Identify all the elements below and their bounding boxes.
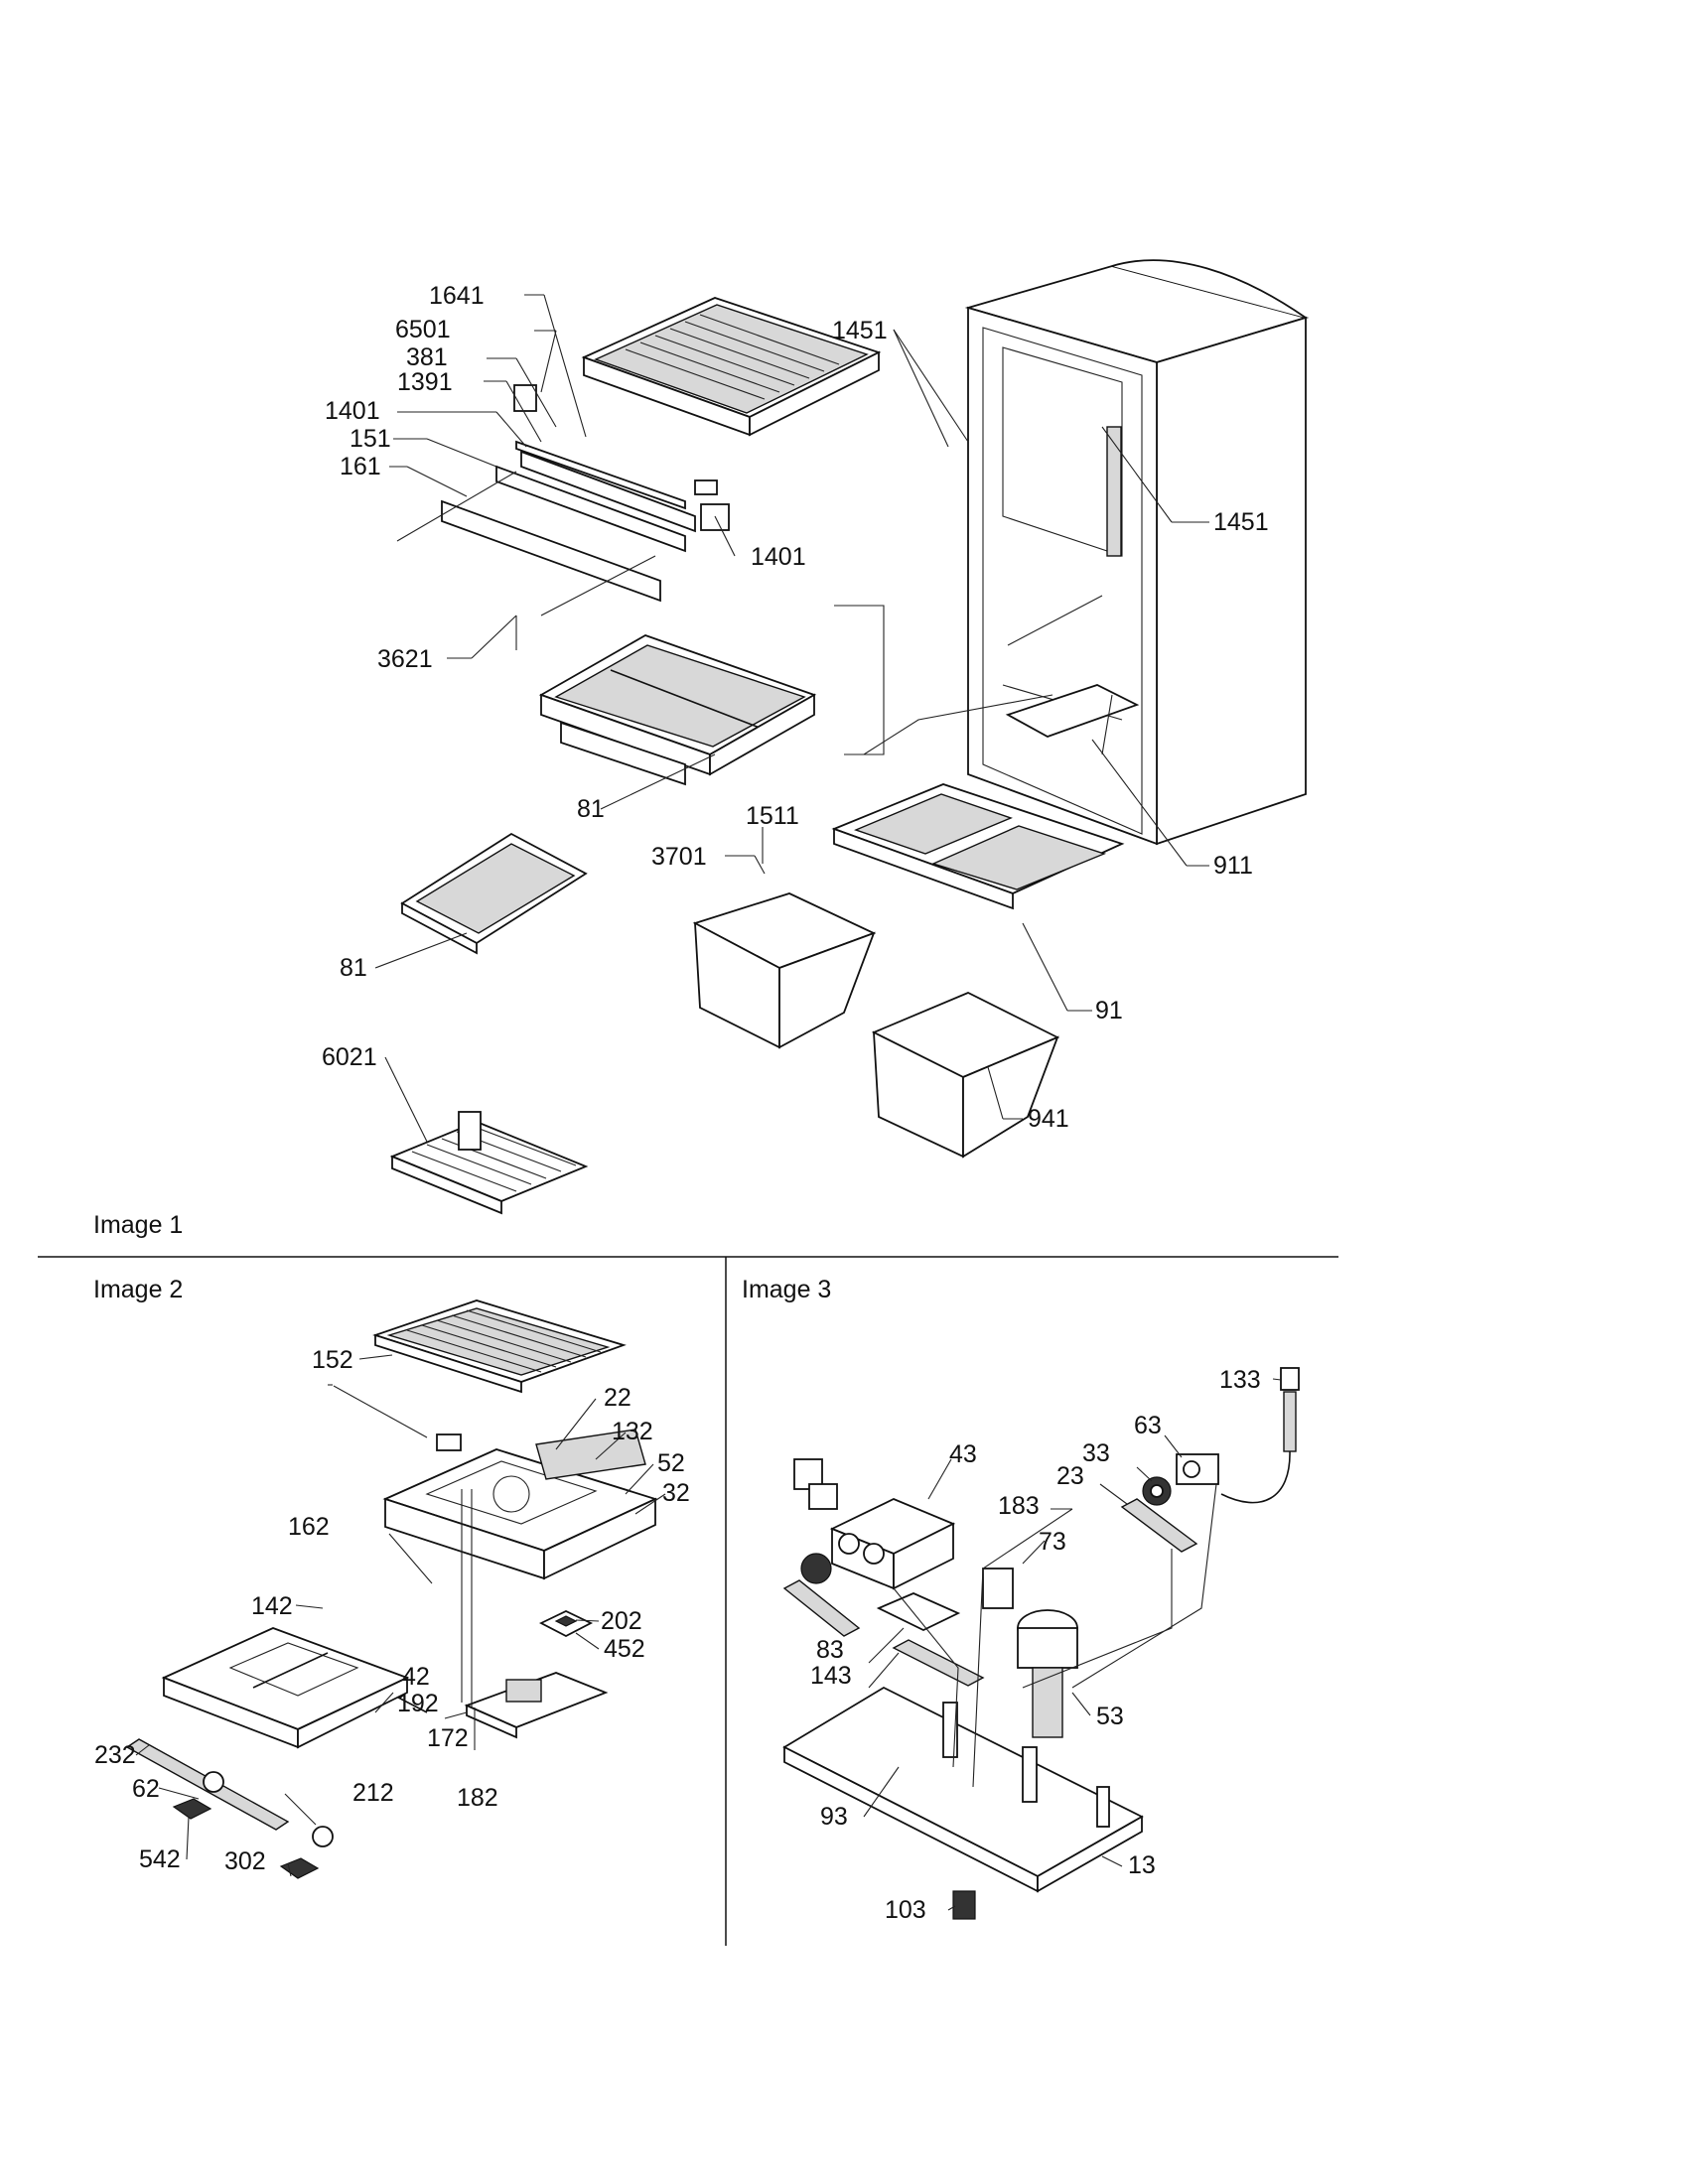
label-133: 133 (1219, 1366, 1261, 1394)
label-22: 22 (604, 1384, 632, 1412)
knob-left (800, 1553, 832, 1584)
damper-housing (793, 1458, 956, 1590)
label-1511: 1511 (746, 802, 799, 830)
label-6021: 6021 (322, 1043, 377, 1071)
label-3621: 3621 (377, 645, 433, 673)
knob-33 (1142, 1476, 1172, 1506)
image-3-title: Image 3 (742, 1276, 831, 1303)
lamp-sockets (172, 1771, 334, 1879)
label-62: 62 (132, 1775, 160, 1803)
refrigerator-cabinet (964, 259, 1310, 846)
label-1401-b: 1401 (751, 543, 806, 571)
thermostat (1176, 1453, 1219, 1485)
label-202: 202 (601, 1607, 642, 1635)
label-142: 142 (251, 1592, 293, 1620)
label-83: 83 (816, 1636, 844, 1664)
crisper-shelf-upper (538, 634, 817, 786)
label-143: 143 (810, 1662, 852, 1690)
label-132: 132 (612, 1418, 653, 1445)
top-shelf-assembly (581, 297, 882, 437)
switch-103 (952, 1890, 976, 1920)
bracket-left (782, 1579, 861, 1637)
label-52: 52 (657, 1449, 685, 1477)
label-212: 212 (352, 1779, 394, 1807)
freezer-shelf (372, 1299, 627, 1394)
base-tray (161, 1627, 410, 1749)
label-911: 911 (1213, 852, 1253, 880)
crisper-covers (831, 783, 1125, 910)
label-161: 161 (340, 453, 381, 480)
leader-lines-image-2 (135, 1354, 666, 1877)
label-73: 73 (1039, 1528, 1066, 1556)
label-183: 183 (998, 1492, 1040, 1520)
label-452: 452 (604, 1635, 645, 1663)
label-1451-a: 1451 (832, 317, 888, 344)
wire-basket (389, 1111, 589, 1215)
label-81-b: 81 (340, 954, 367, 982)
control-board (464, 1672, 609, 1739)
label-1641: 1641 (429, 282, 485, 310)
label-43: 43 (949, 1440, 977, 1468)
label-542: 542 (139, 1845, 181, 1873)
label-93: 93 (820, 1803, 848, 1831)
plate-73 (982, 1568, 1014, 1609)
label-53: 53 (1096, 1703, 1124, 1730)
label-232: 232 (94, 1741, 136, 1769)
base-plate (782, 1686, 1144, 1893)
label-1401-a: 1401 (325, 397, 380, 425)
label-1391: 1391 (397, 368, 453, 396)
label-172: 172 (427, 1724, 469, 1752)
image-2-title: Image 2 (93, 1276, 183, 1303)
glass-shelf-lower (400, 832, 588, 955)
label-192: 192 (397, 1690, 439, 1717)
label-103: 103 (885, 1896, 926, 1924)
sensor-bulb (1220, 1367, 1300, 1504)
label-152: 152 (312, 1346, 353, 1374)
image-1-section: 1641 6501 381 1391 1401 151 161 1401 362… (93, 259, 1310, 1239)
label-81-a: 81 (577, 795, 605, 823)
crisper-drawer-left (692, 892, 877, 1049)
bracket-202 (538, 1610, 594, 1638)
leader-lines-image-1 (374, 294, 1209, 1143)
label-13: 13 (1128, 1851, 1156, 1879)
label-302: 302 (224, 1847, 266, 1875)
label-151: 151 (350, 425, 391, 453)
label-182: 182 (457, 1784, 498, 1812)
label-162: 162 (288, 1513, 330, 1541)
label-1451-b: 1451 (1213, 508, 1269, 536)
image-2-section: Image 2 (93, 1276, 690, 1879)
leader-lines-image-3 (863, 1378, 1282, 1911)
image-3-section: Image 3 (742, 1276, 1300, 1924)
label-32: 32 (662, 1479, 690, 1507)
label-3701: 3701 (651, 843, 707, 871)
shelf-rails (396, 384, 730, 650)
label-23: 23 (1056, 1462, 1084, 1490)
bracket-23 (1120, 1498, 1198, 1553)
label-6501: 6501 (395, 316, 451, 343)
evaporator-housing (382, 1429, 658, 1580)
plate-83 (876, 1592, 961, 1632)
label-42: 42 (402, 1663, 430, 1691)
fan-motor (1017, 1609, 1078, 1738)
label-941: 941 (1028, 1105, 1069, 1133)
label-381: 381 (406, 343, 448, 371)
label-63: 63 (1134, 1412, 1162, 1439)
image-1-title: Image 1 (93, 1211, 183, 1239)
label-91: 91 (1095, 997, 1123, 1024)
label-33: 33 (1082, 1439, 1110, 1467)
part-143 (892, 1639, 985, 1687)
crisper-drawer-right (871, 992, 1060, 1159)
